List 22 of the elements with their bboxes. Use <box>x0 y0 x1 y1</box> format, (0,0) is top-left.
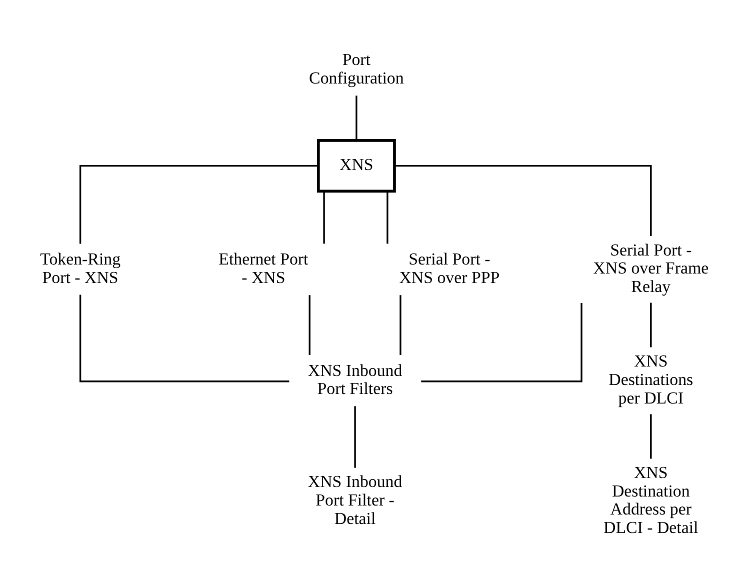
connector <box>79 294 290 382</box>
node-text: Port Configuration <box>309 50 404 88</box>
connector <box>400 294 402 354</box>
node-text: Ethernet Port - XNS <box>218 249 308 286</box>
connector <box>650 414 652 458</box>
node-text: XNS Inbound Port Filter - Detail <box>308 472 402 528</box>
connector <box>394 164 652 236</box>
connector <box>323 190 325 244</box>
connector <box>650 302 652 347</box>
node-text: XNS Destination Address per DLCI - Detail <box>604 462 698 536</box>
connector <box>356 95 358 140</box>
node-text: Serial Port - XNS over Frame Relay <box>593 240 709 296</box>
node-text: Serial Port - XNS over PPP <box>399 249 500 286</box>
node-text: XNS Destinations per DLCI <box>608 351 694 407</box>
connector <box>386 190 388 244</box>
node-text: Token-Ring Port - XNS <box>40 249 121 286</box>
node-text: XNS Inbound Port Filters <box>308 360 402 398</box>
connector <box>79 164 318 244</box>
connector <box>421 302 582 382</box>
connector <box>354 406 356 468</box>
node-box: XNS <box>317 138 396 192</box>
connector <box>308 294 310 354</box>
